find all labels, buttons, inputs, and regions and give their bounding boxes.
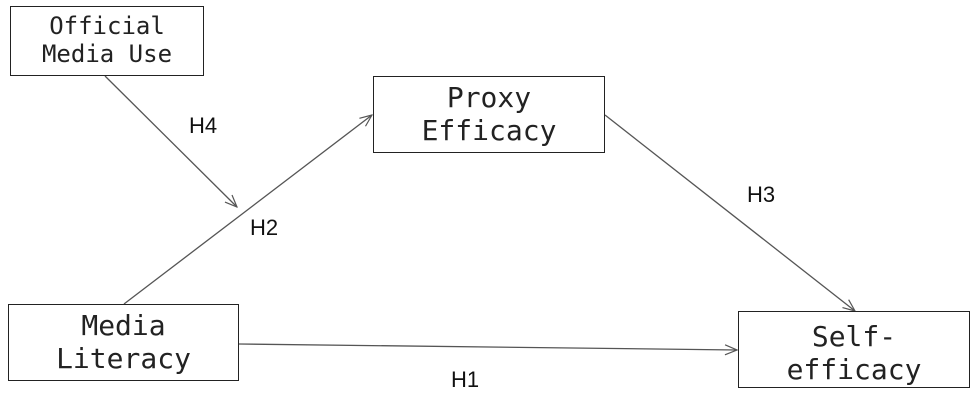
node-label-line: Official: [49, 12, 165, 41]
node-official-media-use: Official Media Use: [10, 6, 204, 76]
node-label-line: Media Use: [41, 40, 173, 68]
hypothesis-label-h4: H4: [189, 113, 218, 138]
node-label-line: Media: [81, 309, 166, 343]
arrow-h4: [104, 75, 237, 207]
hypothesis-label-h3: H3: [747, 182, 776, 207]
node-label-line: Efficacy: [421, 113, 557, 147]
node-label-line: Proxy: [446, 81, 532, 115]
node-self-efficacy: Self- efficacy: [738, 311, 970, 388]
arrow-h1: [238, 343, 737, 350]
hypothesis-label-h1: H1: [451, 367, 480, 392]
node-label-line: Literacy: [56, 341, 191, 375]
arrow-h2: [123, 115, 372, 305]
node-label-line: efficacy: [786, 353, 922, 387]
node-label-line: Self-: [811, 319, 897, 353]
arrow-h3: [604, 114, 855, 311]
node-media-literacy: Media Literacy: [8, 304, 239, 381]
node-proxy-efficacy: Proxy Efficacy: [373, 76, 605, 153]
hypothesis-label-h2: H2: [250, 215, 279, 240]
